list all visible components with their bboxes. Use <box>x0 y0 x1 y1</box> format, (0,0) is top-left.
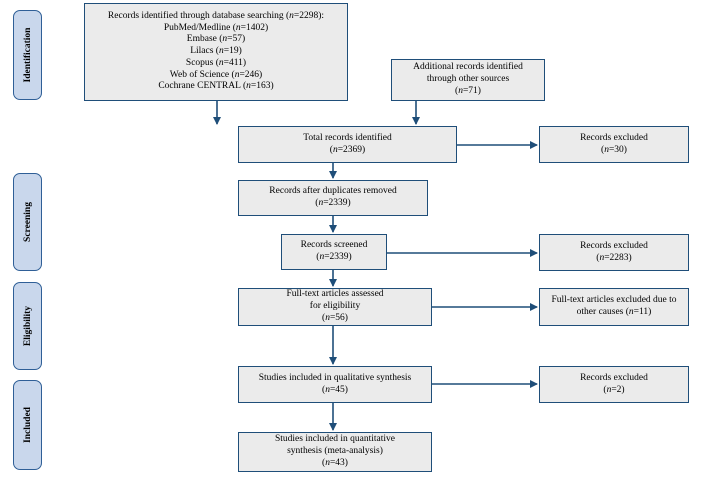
box-text-line: (n=43) <box>322 457 348 468</box>
box-text-line: (n=45) <box>322 384 348 395</box>
box-text-line: Scopus (n=411) <box>185 57 247 68</box>
box-text-line: (n=2369) <box>329 144 366 155</box>
box-text-line: Full-text articles assessed <box>286 289 384 300</box>
box-text-line: Web of Science (n=246) <box>169 69 263 80</box>
phase-eligibility: Eligibility <box>13 282 42 370</box>
box-text-line: Total records identified <box>303 132 392 143</box>
box-text-line: other causes (n=11) <box>576 307 652 317</box>
total-identified-box: Total records identified(n=2369) <box>238 126 457 163</box>
phase-screening-label: Screening <box>22 202 33 242</box>
qualitative-box: Studies included in qualitative synthesi… <box>238 366 432 403</box>
phase-included: Included <box>13 380 42 470</box>
box-text-line: (n=2339) <box>315 198 351 208</box>
box-text-line: synthesis (meta-analysis) <box>287 446 383 457</box>
box-text-line: Records identified through database sear… <box>107 10 325 21</box>
box-text-line: Lilacs (n=19) <box>190 46 242 57</box>
box-text-line: (n=56) <box>322 312 348 323</box>
phase-eligibility-label: Eligibility <box>22 305 33 347</box>
excluded-box-3: Records excluded(n=2) <box>539 366 689 403</box>
box-text-line: (n=2283) <box>596 252 632 263</box>
box-text-line: Records excluded <box>580 372 648 383</box>
excluded-box-1: Records excluded(n=30) <box>539 126 689 163</box>
box-text-line: (n=30) <box>601 144 627 155</box>
box-text-line: (n=71) <box>455 85 481 96</box>
box-text-line: Cochrane CENTRAL (n=163) <box>158 81 274 92</box>
box-text-line: Records screened <box>300 240 368 251</box>
phase-identification: Identification <box>13 10 42 100</box>
database-search-box: Records identified through database sear… <box>84 3 348 101</box>
box-text-line: Full-text articles excluded due to <box>551 295 677 306</box>
box-text-line: Records excluded <box>580 132 648 143</box>
box-text-line: Records excluded <box>580 240 648 251</box>
box-text-line: Additional records identified <box>413 62 523 73</box>
box-text-line: (n=2) <box>603 384 625 395</box>
phase-identification-label: Identification <box>22 27 33 83</box>
phase-screening: Screening <box>13 173 42 271</box>
box-text-line: (n=2339) <box>316 252 352 262</box>
phase-included-label: Included <box>22 407 33 443</box>
screened-box: Records screened(n=2339) <box>281 234 387 270</box>
box-text-line: PubMed/Medline (n=1402) <box>163 22 269 33</box>
box-text-line: Embase (n=57) <box>186 34 246 45</box>
box-text-line: through other sources <box>426 74 510 85</box>
box-text-line: Studies included in quantitative <box>274 434 396 445</box>
box-text-line: Records after duplicates removed <box>269 186 397 197</box>
after-duplicates-box: Records after duplicates removed(n=2339) <box>238 180 428 216</box>
box-text-line: for eligibility <box>309 301 361 312</box>
box-text-line: Studies included in qualitative synthesi… <box>258 372 412 383</box>
excluded-box-2: Records excluded(n=2283) <box>539 234 689 271</box>
